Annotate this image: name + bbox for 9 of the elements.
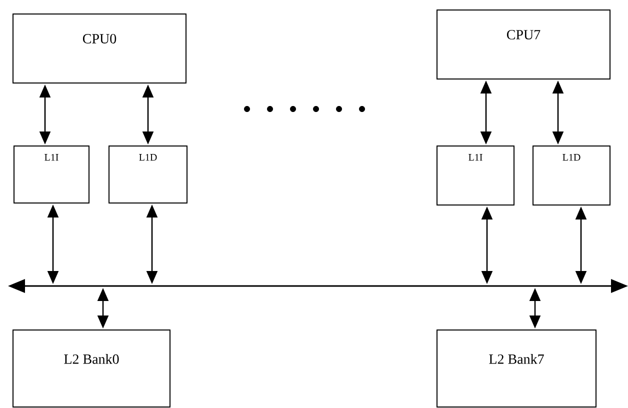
cpu-box: CPU7 <box>436 10 610 80</box>
bank-box: L2 Bank7 <box>436 330 596 408</box>
cache-box: L1D <box>108 146 188 204</box>
cache-box: L1D <box>532 146 610 206</box>
bank-box: L2 Bank0 <box>12 330 170 408</box>
cache-box: L1I <box>14 146 90 204</box>
cpu-box: CPU0 <box>12 14 186 84</box>
bus-line <box>8 279 628 293</box>
cache-box: L1I <box>436 146 514 206</box>
